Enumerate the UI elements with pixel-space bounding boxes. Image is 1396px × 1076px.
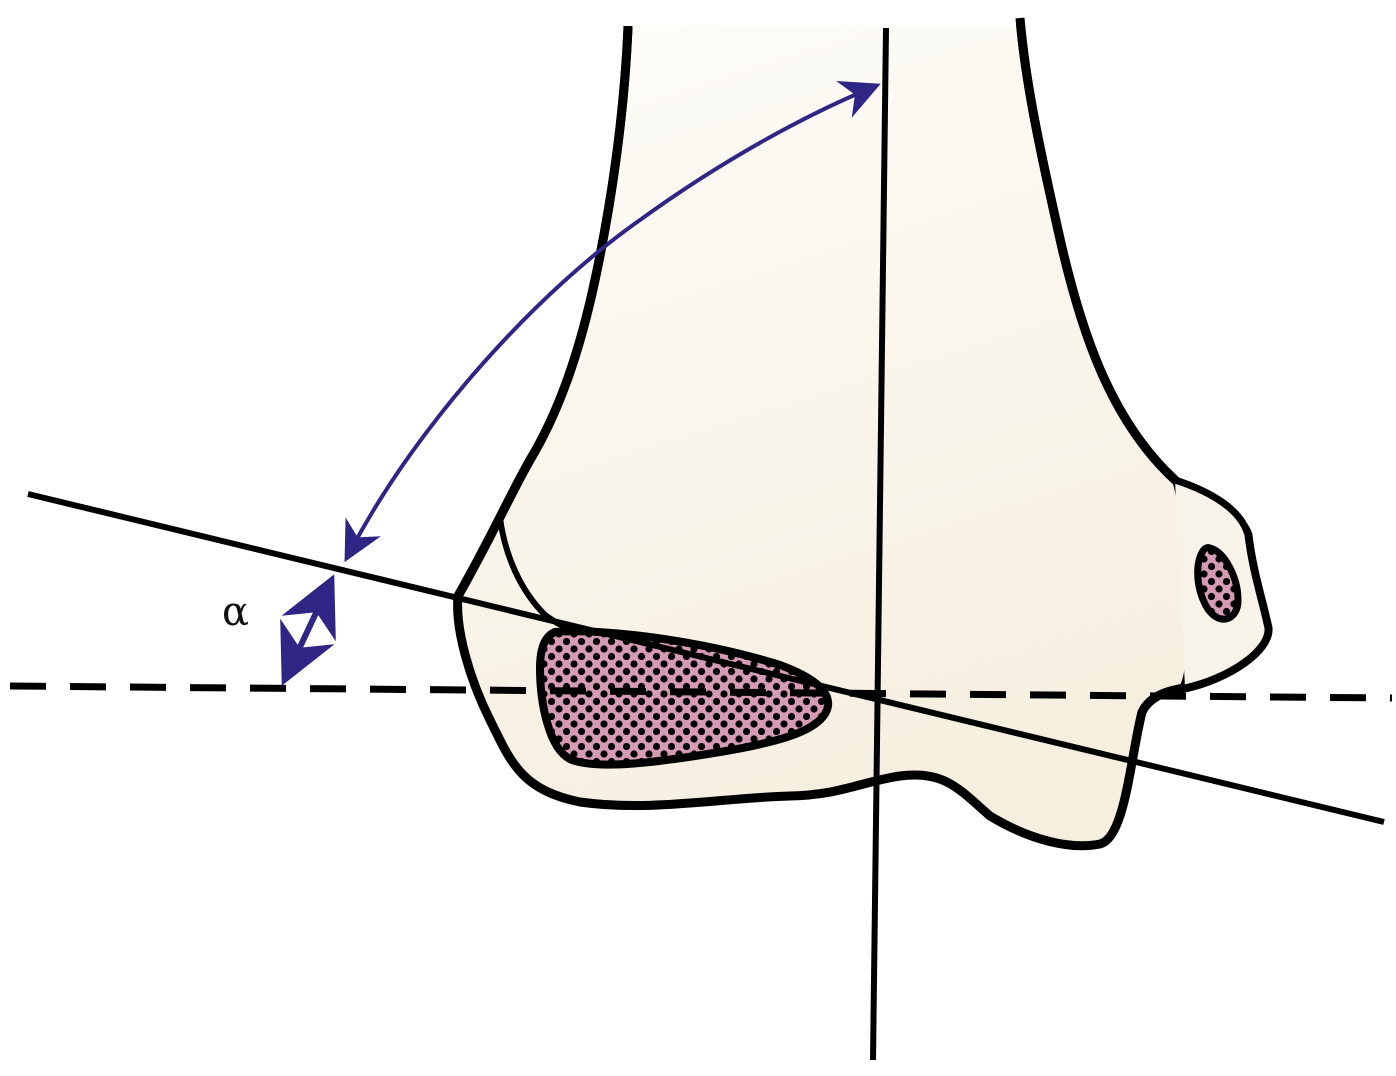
horizontal-reference-line — [9, 682, 1393, 702]
large-angle-arc-arrow — [344, 80, 881, 563]
alpha-angle-arrow — [280, 574, 336, 686]
stippled-region-large — [535, 627, 833, 769]
epicondylar-line — [27, 491, 1385, 825]
stippled-region-small — [1194, 544, 1242, 623]
alpha-angle-label: α — [222, 589, 250, 635]
